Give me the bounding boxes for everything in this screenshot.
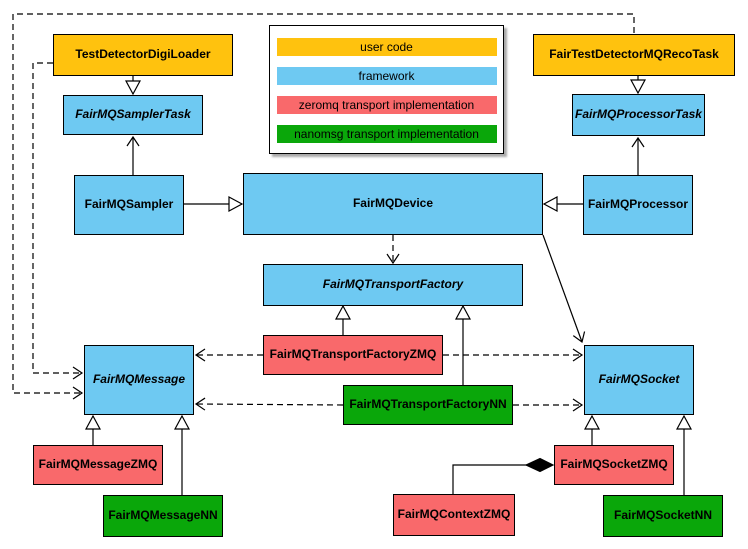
legend-item-nanomsg: nanomsg transport implementation [276, 125, 497, 143]
node-fairmq-processor: FairMQProcessor [583, 175, 693, 235]
node-fairmq-socket-nn: FairMQSocketNN [603, 495, 723, 537]
node-fairmq-transport-factory-zmq: FairMQTransportFactoryZMQ [263, 335, 443, 375]
node-fairmq-processor-task: FairMQProcessorTask [572, 94, 705, 136]
legend-item-zeromq: zeromq transport implementation [276, 96, 497, 114]
node-fairmq-sampler: FairMQSampler [74, 175, 184, 235]
node-fairmq-message: FairMQMessage [84, 345, 194, 415]
node-fairmq-sampler-task: FairMQSamplerTask [63, 95, 203, 135]
legend: user code framework zeromq transport imp… [269, 25, 504, 154]
legend-item-framework: framework [276, 67, 497, 85]
edge-factorynn-message [194, 397, 344, 411]
edge-device-socket [542, 234, 586, 344]
edge-recotask-message [12, 13, 635, 400]
edge-digiloader-message [32, 62, 84, 380]
node-fairmq-transport-factory: FairMQTransportFactory [263, 264, 523, 306]
node-fairmq-message-zmq: FairMQMessageZMQ [33, 445, 163, 485]
node-fairmq-device: FairMQDevice [243, 173, 543, 235]
node-fairmq-context-zmq: FairMQContextZMQ [393, 494, 515, 536]
node-fairmq-message-nn: FairMQMessageNN [103, 495, 223, 537]
node-fairmq-socket: FairMQSocket [584, 345, 694, 415]
node-test-detector-digi-loader: TestDetectorDigiLoader [53, 34, 233, 76]
legend-item-user-code: user code [276, 38, 497, 56]
node-fairmq-transport-factory-nn: FairMQTransportFactoryNN [343, 385, 513, 425]
node-fair-test-detector-mq-reco-task: FairTestDetectorMQRecoTask [533, 34, 735, 76]
edge-contextzmq-socketzmq [452, 464, 527, 494]
composition-diamond [524, 457, 555, 473]
node-fairmq-socket-zmq: FairMQSocketZMQ [554, 445, 674, 485]
